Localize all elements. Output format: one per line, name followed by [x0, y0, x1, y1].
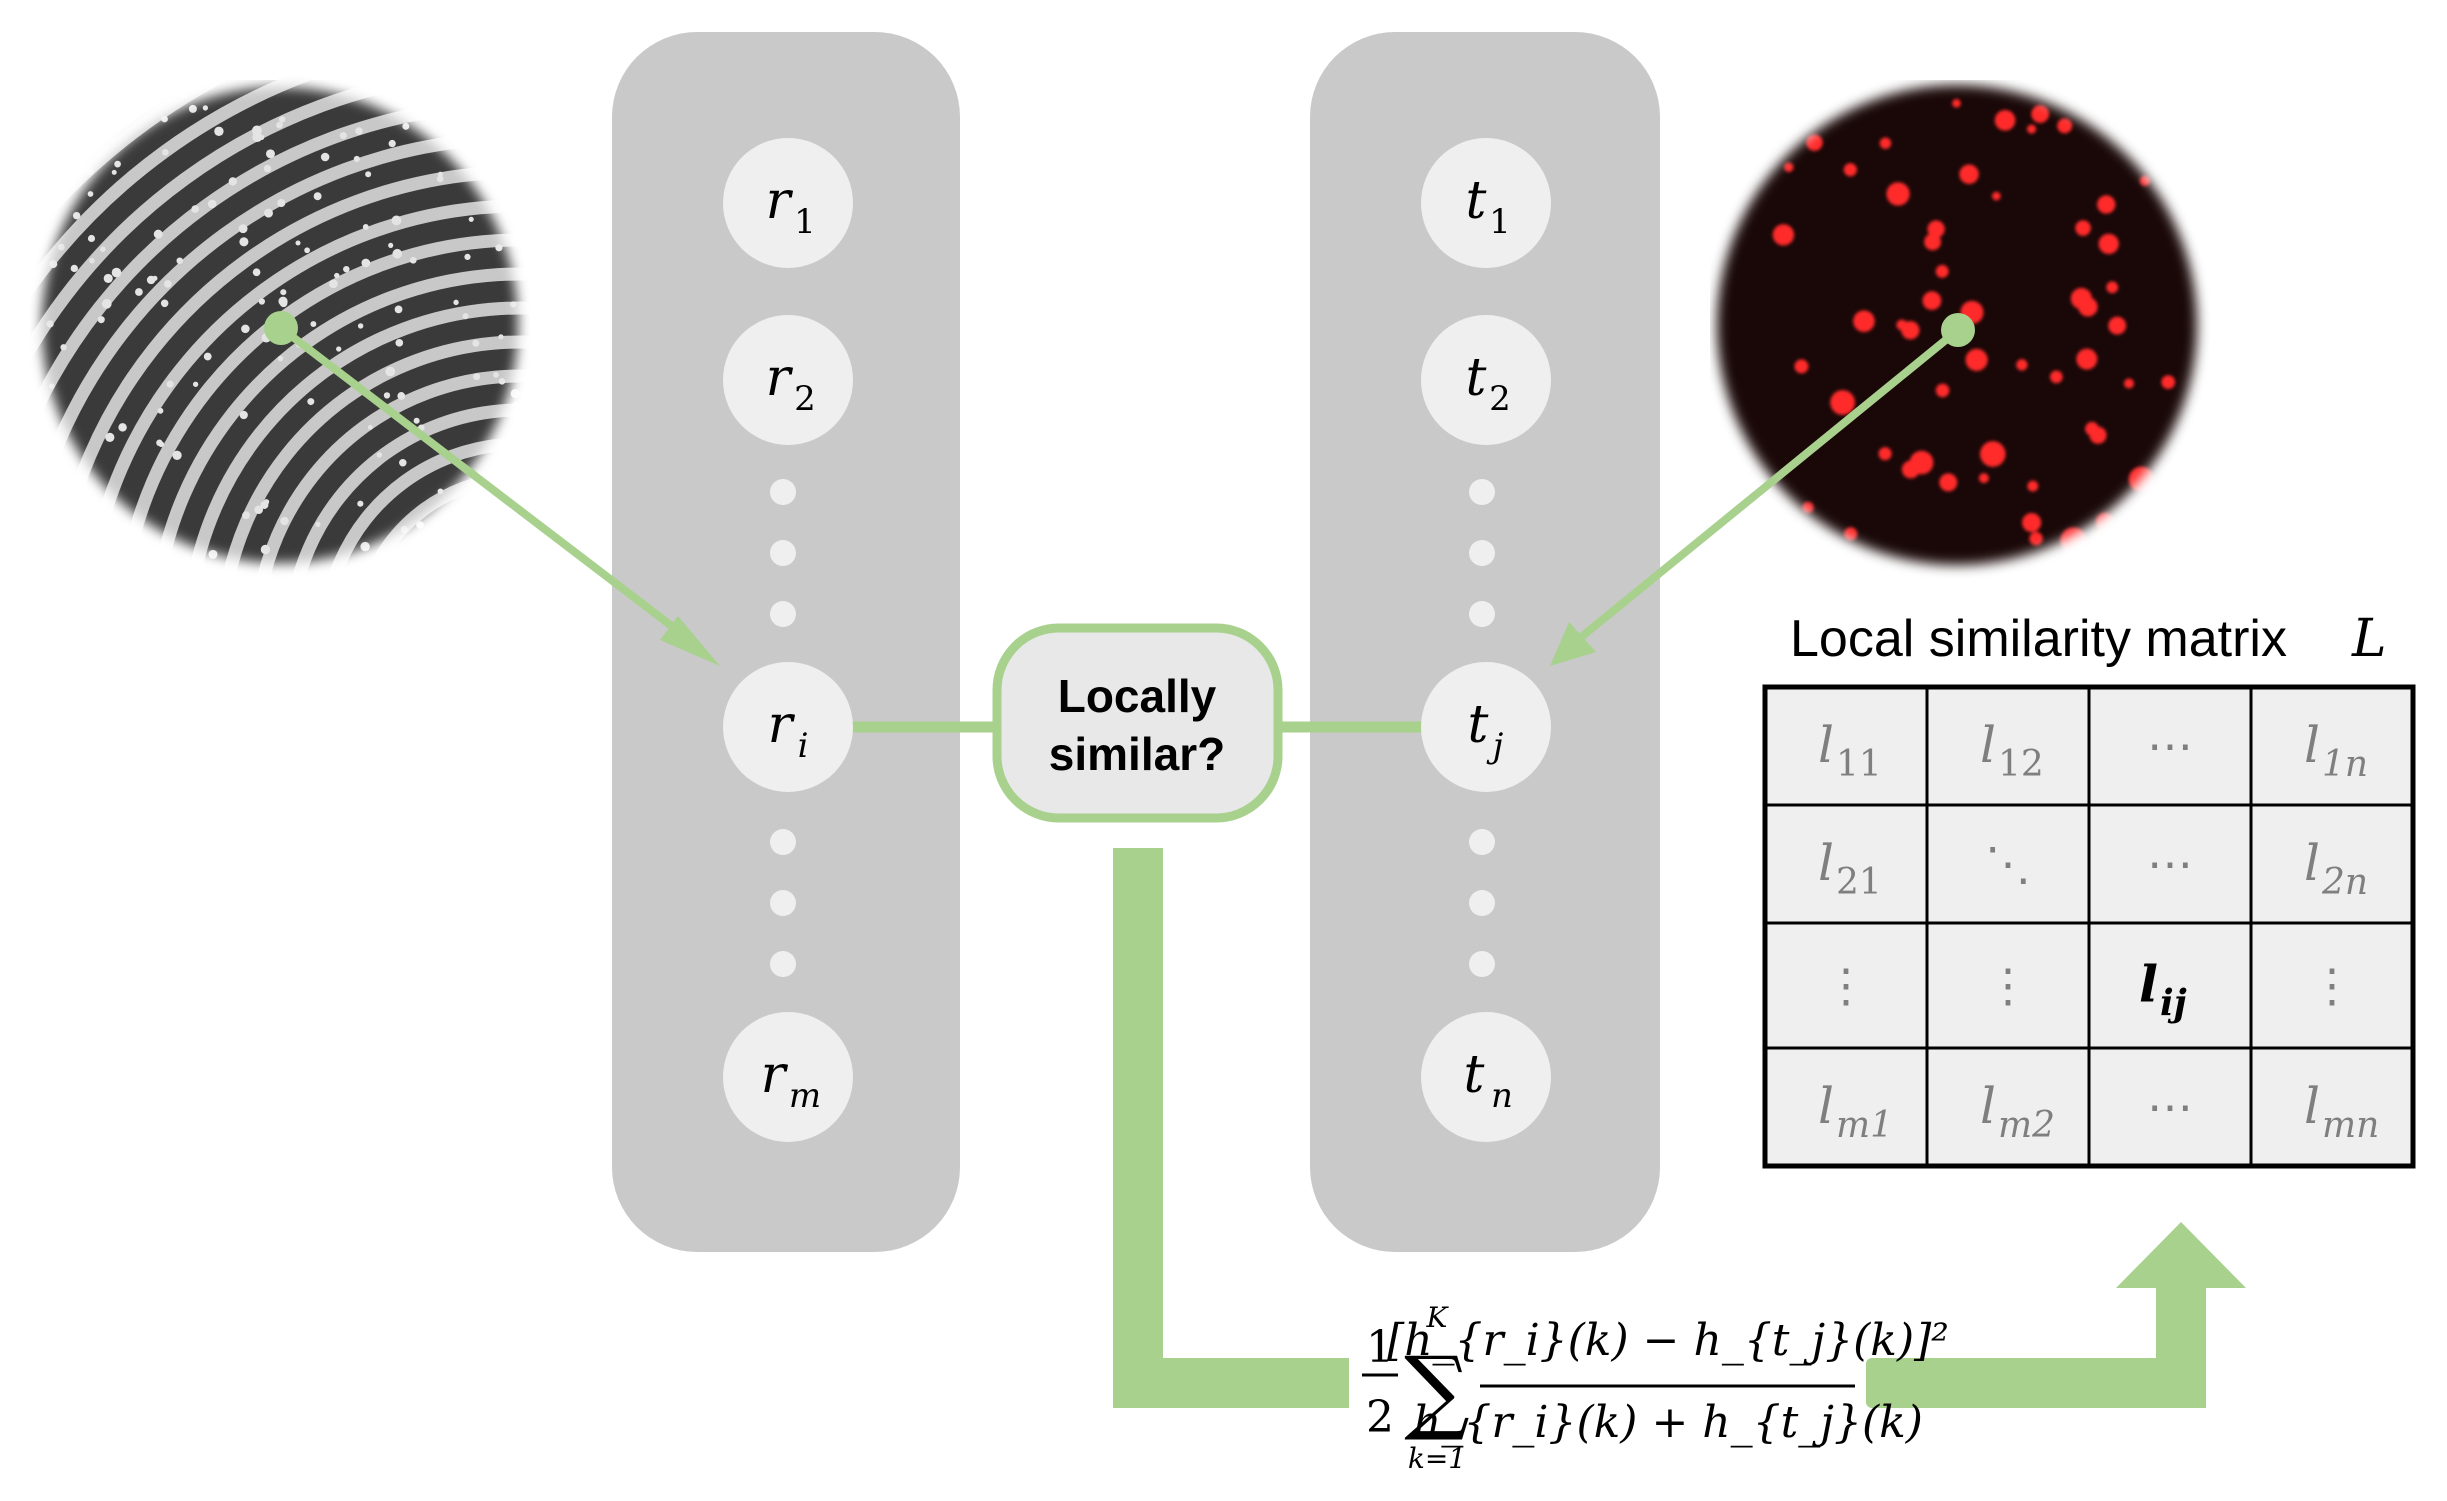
matrix-cell: ⋯ [2087, 685, 2253, 807]
node-label: r [768, 695, 796, 755]
matrix-border [1762, 684, 2416, 1169]
formula-numerator: [h_{r_i}(k) − h_{t_j}(k)]² [1387, 1315, 1949, 1366]
matrix-cell-text: ⋱ [1985, 837, 2031, 891]
formula-to-matrix-arrow [1113, 848, 2246, 1408]
reference-ellipsis-lower [770, 829, 796, 977]
matrix-title: Local similarity matrix L [1790, 609, 2387, 669]
reference-node-rm: r m [723, 1012, 853, 1142]
reference-to-ri-arrow [264, 311, 720, 666]
matrix-cell-text: ⋯ [2147, 719, 2193, 773]
node-subscript: m [789, 1076, 821, 1116]
target-node-t2: t 2 [1421, 315, 1551, 445]
node-label: t [1466, 171, 1487, 231]
matrix-cell: ⋯ [2087, 803, 2253, 925]
target-node-t1: t 1 [1421, 138, 1551, 268]
matrix-cell: ⋯ [2087, 1046, 2253, 1168]
matrix-cell: ⋮ [1925, 921, 2091, 1050]
target-ellipsis-upper [1469, 479, 1495, 627]
node-subscript: n [1491, 1076, 1513, 1116]
matrix-cell-text: ⋮ [2309, 959, 2355, 1013]
matrix-cell-text: ⋮ [1985, 959, 2031, 1013]
target-node-tj: t j [1421, 662, 1551, 792]
node-label: t [1468, 695, 1489, 755]
matrix-cell-subscript: 11 [1836, 744, 1882, 785]
matrix-cell-text: ⋯ [2147, 1080, 2193, 1134]
reference-keypoint-panel [612, 32, 960, 1252]
node-label: r [761, 1045, 789, 1105]
compare-label-line2: similar? [1049, 728, 1225, 780]
node-label: r [766, 348, 794, 408]
node-subscript: 1 [794, 202, 816, 242]
matrix-cell-text: ⋯ [2147, 837, 2193, 891]
formula-sum-lower: k=1 [1408, 1442, 1466, 1475]
matrix-cell-subscript: 12 [1998, 744, 2044, 785]
matrix-cell-subscript: m2 [1998, 1105, 2055, 1146]
node-subscript: 2 [794, 379, 816, 419]
matrix-cell-subscript: mn [2322, 1105, 2379, 1146]
matrix-cell-label: l [2304, 1077, 2320, 1135]
reference-ellipsis-upper [770, 479, 796, 627]
matrix-cell-subscript: ij [2160, 983, 2187, 1025]
reference-node-r2: r 2 [723, 315, 853, 445]
reference-node-ri: r i [723, 662, 853, 792]
node-subscript: 1 [1489, 202, 1511, 242]
formula-half-denominator: 2 [1366, 1392, 1394, 1443]
matrix-cell-label: l [1818, 834, 1834, 892]
matrix-cell-label: l [2139, 955, 2158, 1014]
reference-node-r1: r 1 [723, 138, 853, 268]
matrix-cell: ⋮ [1763, 921, 1929, 1050]
distance-formula: 1 2 K ∑ k=1 [h_{r_i}(k) − h_{t_j}(k)]² h… [1362, 1301, 1949, 1475]
matrix-cell-subscript: 1n [2322, 744, 2368, 785]
matrix-cell-subscript: 2n [2321, 862, 2368, 903]
node-subscript: 2 [1489, 379, 1511, 419]
locally-similar-box: Locally similar? [992, 623, 1283, 823]
target-to-tj-arrow [1550, 313, 1975, 666]
target-keypoint-panel [1310, 32, 1660, 1252]
matrix-cell: ⋮ [2249, 921, 2415, 1050]
matrix-cell-subscript: m1 [1836, 1105, 1893, 1146]
matrix-cell-text: ⋮ [1823, 959, 1869, 1013]
target-node-tn: t n [1421, 1012, 1551, 1142]
formula-sum-upper: K [1426, 1301, 1450, 1334]
matrix-title-text: Local similarity matrix [1790, 610, 2287, 668]
matrix-cell-label: l [1980, 1077, 1996, 1135]
node-label: t [1464, 1045, 1485, 1105]
matrix-cell-subscript: 21 [1836, 862, 1882, 903]
formula-half-numerator: 1 [1366, 1322, 1394, 1373]
matrix-cell-label: l [1980, 716, 1996, 774]
matrix-cell: ⋱ [1925, 803, 2091, 925]
formula-sum-symbol: ∑ [1404, 1337, 1470, 1444]
matrix-title-symbol: L [2351, 609, 2387, 669]
target-ellipsis-lower [1469, 829, 1495, 977]
compare-label-line1: Locally [1058, 670, 1217, 722]
matrix-cell-label: l [1818, 1077, 1834, 1135]
node-subscript: i [798, 726, 809, 766]
node-label: t [1466, 348, 1487, 408]
matrix-cell-label: l [1818, 716, 1834, 774]
matrix-cell-label: l [2304, 834, 2320, 892]
node-label: r [766, 171, 794, 231]
matrix-cell-label: l [2304, 716, 2320, 774]
formula-denominator: h_{r_i}(k) + h_{t_j}(k) [1413, 1397, 1923, 1448]
